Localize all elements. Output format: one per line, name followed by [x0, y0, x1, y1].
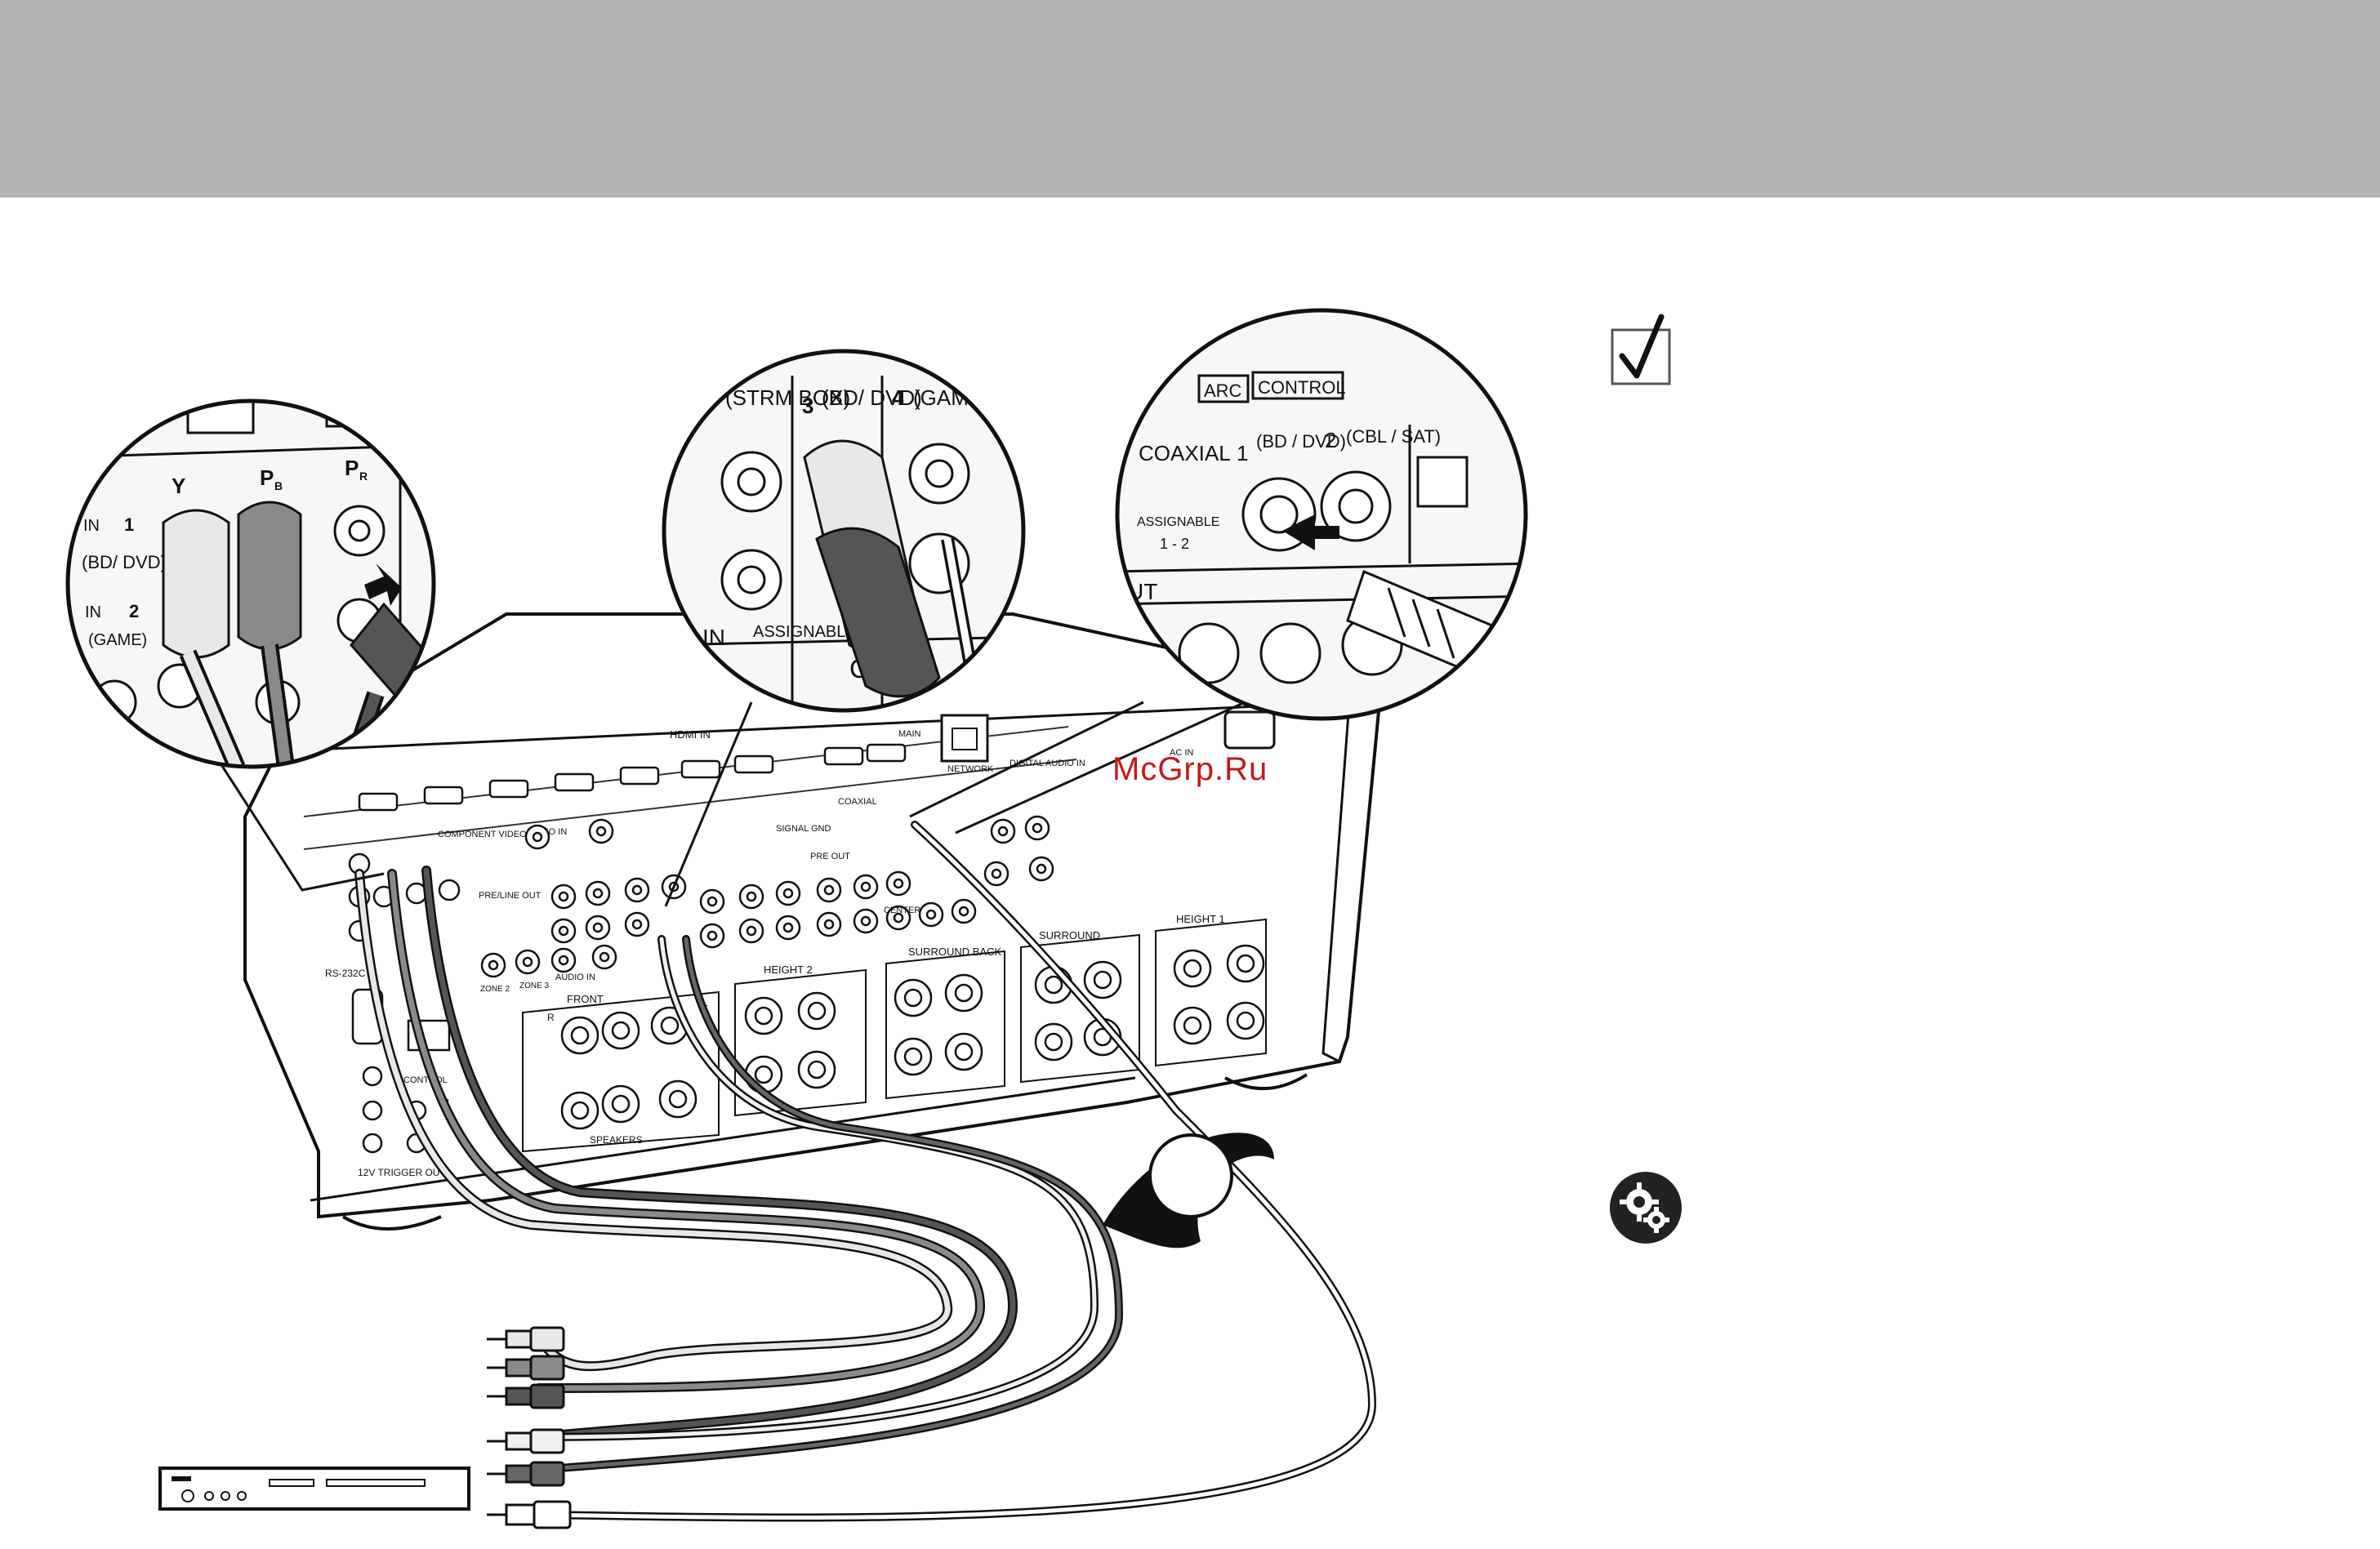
label-coax-range: 1 - 2: [1160, 536, 1189, 552]
plug-audio-r: [487, 1461, 565, 1487]
cables: [354, 821, 1377, 1522]
label-comp-video: COMP VID: [410, 474, 498, 494]
label-front-r: R: [547, 1012, 555, 1023]
label-strm-box: (STRM BOX): [725, 385, 850, 410]
label-digital-audio-in: DIGITAL AUDIO IN: [1009, 759, 1085, 768]
label-audio-assignable: ASSIGNABLE: [753, 623, 857, 641]
label-audio-game: (GAM: [913, 385, 969, 410]
label-num7: 7: [198, 358, 207, 376]
label-control: CONTROL: [403, 1075, 448, 1085]
label-pre-line-out: PRE/LINE OUT: [479, 891, 542, 901]
label-rs232c: RS-232C: [325, 968, 366, 979]
label-in2-num: 2: [129, 601, 139, 621]
label-coax-assignable: ASSIGNABLE: [1137, 515, 1219, 529]
label-coaxial-small: COAXIAL: [838, 797, 877, 807]
label-component-video: COMPONENT VIDEO: [438, 830, 527, 839]
label-coax-bd-dvd: (BD / DVD): [1256, 431, 1346, 452]
plug-y: [487, 1326, 565, 1352]
label-12v-trigger: 12V TRIGGER OUT: [358, 1167, 446, 1178]
header-bar: [0, 0, 2380, 198]
label-audio-bd-dvd: (BD/ DVD): [822, 385, 922, 410]
label-pb-sub: B: [274, 479, 283, 492]
label-ac-in: AC IN: [1170, 748, 1193, 758]
ac-inlet: [1223, 710, 1276, 750]
label-coax-2: 2: [1325, 428, 1336, 452]
watermark: McGrp.Ru: [1112, 751, 1268, 787]
gear-icon: [1610, 1172, 1682, 1244]
label-pr-sub: R: [359, 470, 368, 483]
label-pre-out: PRE OUT: [810, 852, 850, 861]
label-pr: P: [345, 456, 359, 480]
plug-pr: [487, 1383, 565, 1409]
rca-jack-grid: [348, 815, 1054, 978]
label-signal-gnd: SIGNAL GND: [776, 824, 831, 834]
label-in1: IN: [83, 517, 100, 535]
label-control-port: CONTROL: [1258, 377, 1346, 398]
label-height1: HEIGHT 1: [1176, 913, 1225, 925]
label-zone3: ZONE 3: [519, 981, 550, 990]
plug-audio-l: [487, 1428, 565, 1454]
label-in2: IN: [85, 603, 101, 621]
plug-coaxial: [487, 1500, 572, 1529]
receiver-rear-panel: HDMI IN MAIN NETWORK DIGITAL AUDIO IN CO…: [243, 612, 1383, 1231]
label-coaxial: COAXIAL: [1139, 441, 1231, 465]
label-zone2: ZONE 2: [480, 985, 510, 994]
label-speakers: SPEAKERS: [590, 1134, 643, 1146]
callout-coaxial: ARC CONTROL COAXIAL 1 (BD / DVD) 2 (CBL …: [1115, 308, 1528, 721]
label-front-l: L: [702, 997, 708, 1008]
label-bd-dvd: (BD/ DVD): [82, 552, 167, 572]
label-audio-3: 3: [802, 394, 813, 418]
label-audio-4: 4: [892, 385, 904, 410]
checkbox-icon: [1611, 314, 1671, 385]
plug-pb: [487, 1355, 565, 1381]
callout-analog-audio: 2 (STRM BOX) 3 (BD/ DVD) 4 (GAM ASSIGNAB…: [662, 349, 1026, 713]
label-in1-num: 1: [124, 514, 134, 535]
label-assignable: ASSIGNA: [439, 535, 497, 549]
network-port: [940, 714, 989, 763]
label-coax-1: 1: [1237, 441, 1248, 465]
label-height2: HEIGHT 2: [764, 964, 813, 976]
label-surround-back: SURROUND BACK: [908, 946, 1001, 958]
label-game: (GAME): [88, 631, 147, 649]
rca-plugs: [487, 1326, 572, 1529]
label-main: MAIN: [898, 729, 921, 739]
bd-dvd-player: [158, 1467, 470, 1511]
label-audio-in: AUDIO IN: [555, 973, 595, 982]
label-center: CENTER: [884, 906, 920, 915]
label-y: Y: [172, 474, 185, 498]
label-surround: SURROUND: [1039, 929, 1100, 941]
hdmi-port-row: [358, 743, 907, 812]
label-front: FRONT: [567, 993, 604, 1005]
label-pb: P: [260, 465, 274, 490]
label-hdmi-in: HDMI IN: [670, 728, 711, 741]
label-network: NETWORK: [947, 764, 994, 774]
label-coax-cbl-sat: (CBL / SAT): [1346, 426, 1441, 447]
label-arc: ARC: [1204, 381, 1242, 401]
